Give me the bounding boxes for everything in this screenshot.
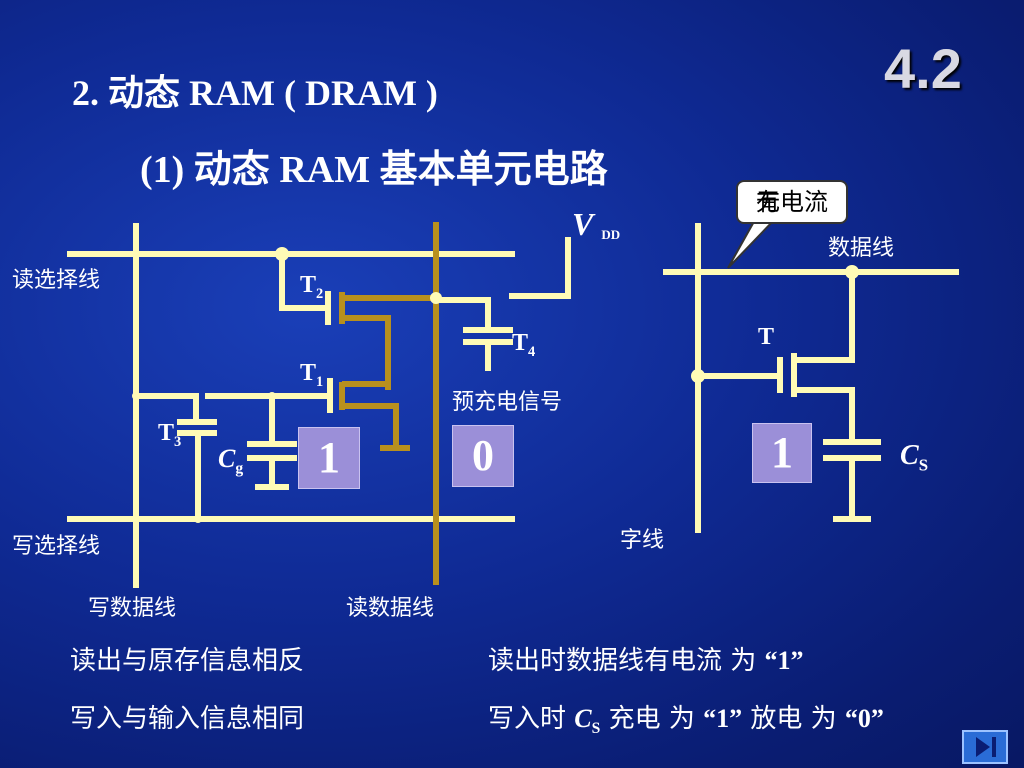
next-slide-button[interactable]: [962, 730, 1008, 764]
t-transistor: [695, 269, 855, 445]
callout-text: 有电流: [756, 188, 828, 216]
node-cg: [268, 392, 276, 400]
t2-gate-wire: [279, 251, 331, 311]
word-line-label: 字线: [620, 528, 665, 553]
t3-network: [133, 393, 275, 522]
node-word-line: [691, 369, 705, 383]
cg-label: Cg: [218, 444, 244, 478]
vdd-wire: [509, 237, 571, 299]
node-write: [194, 515, 202, 523]
subtitle-ram: RAM: [279, 149, 371, 191]
next-slide-icon: [976, 737, 996, 757]
write-select-label: 写选择线: [12, 534, 101, 559]
cs-label: CS: [900, 440, 929, 475]
node-t3: [132, 392, 140, 400]
section-number: 4.2: [884, 37, 962, 100]
node-data-line: [845, 265, 859, 279]
t-label: T: [758, 324, 775, 350]
t4-label: T4: [512, 330, 536, 360]
page-title: 2. 动态 RAM ( DRAM ): [72, 73, 438, 113]
note-write-charge: 写入时 CS 充电 为 “1” 放电 为 “0”: [488, 704, 884, 738]
cg-capacitor: [247, 393, 297, 490]
read-bit-box: 0: [452, 425, 514, 487]
data-line-label: 数据线: [828, 236, 895, 261]
precharge-label: 预充电信号: [452, 390, 563, 415]
node-read-data: [430, 292, 442, 304]
stored-bit-box: 1: [298, 427, 360, 489]
write-data-label: 写数据线: [88, 596, 177, 621]
t1-label: T1: [300, 360, 324, 390]
current-callout: 无 有电流: [736, 180, 848, 224]
subtitle-prefix: (1) 动态: [140, 149, 270, 191]
note-write-same: 写入与输入信息相同: [70, 704, 305, 734]
node-t2-gate: [275, 247, 289, 261]
note-read-inverse: 读出与原存信息相反: [70, 646, 305, 676]
subtitle-suffix: 基本单元电路: [379, 149, 608, 191]
read-select-label: 读选择线: [12, 268, 101, 293]
cs-bit-box: 1: [752, 423, 812, 483]
callout-pointer: [727, 217, 777, 269]
page-subtitle: (1) 动态 RAM 基本单元电路: [140, 138, 608, 193]
t2-channel: [339, 292, 436, 451]
callout-overlay-char: 无: [756, 188, 780, 216]
read-data-label: 读数据线: [346, 596, 435, 621]
t4-transistor: [433, 297, 513, 371]
note-read-current: 读出时数据线有电流 为 “1”: [488, 646, 804, 676]
t2-label: T2: [300, 272, 324, 302]
cs-capacitor: [823, 439, 881, 522]
t3-label: T3: [158, 420, 182, 450]
